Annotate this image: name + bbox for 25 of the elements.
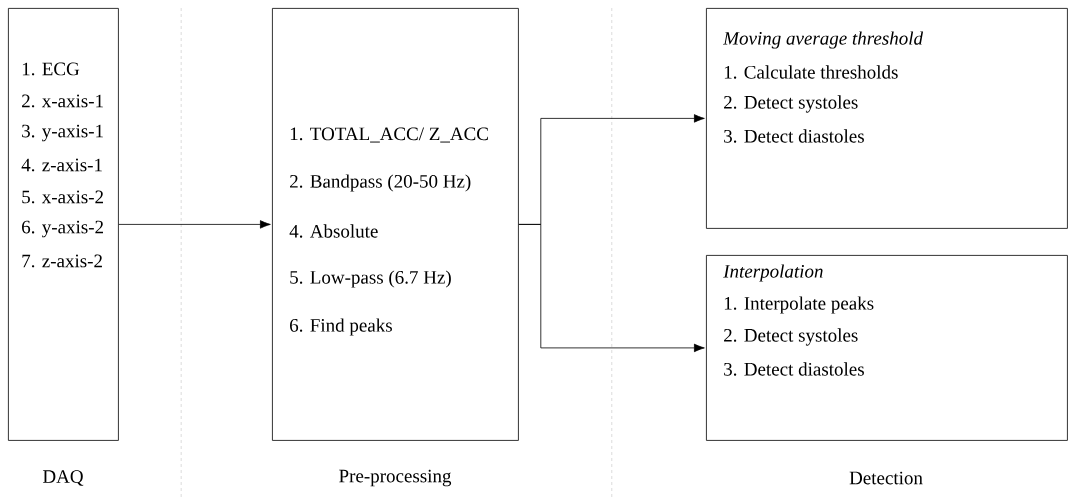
step-text: 5. Low-pass (6.7 Hz) [290,270,451,288]
step-text: 4. Absolute [289,224,378,238]
heading-text: Moving average threshold [723,31,924,49]
heading-text: Interpolation [723,264,823,282]
column-caption: Pre-processing [339,469,452,487]
step-text: 3. y-axis-1 [22,124,103,142]
step-text: 5. x-axis-2 [22,190,103,204]
column-caption: DAQ [42,470,84,486]
step-text: 1. Interpolate peaks [724,296,874,314]
step-text: 7. z-axis-2 [22,254,102,268]
step-text: 6. Find peaks [290,318,392,336]
step-text: 4. z-axis-1 [21,158,102,172]
step-text: 1. ECG [22,62,80,76]
step-text: 1. Calculate thresholds [724,65,898,79]
step-text: 2. Bandpass (20-50 Hz) [290,174,471,192]
column-caption: Detection [849,471,923,485]
step-text: 3. Detect diastoles [724,129,864,143]
step-text: 1. TOTAL_ACC/ Z_ACC [290,127,488,143]
step-text: 2. Detect systoles [724,95,858,113]
arrow [118,220,271,229]
step-text: 2. Detect systoles [724,328,858,346]
arrow [518,224,705,353]
step-text: 2. x-axis-1 [22,94,103,108]
step-text: 6. y-axis-2 [22,220,103,238]
step-text: 3. Detect diastoles [724,362,864,376]
